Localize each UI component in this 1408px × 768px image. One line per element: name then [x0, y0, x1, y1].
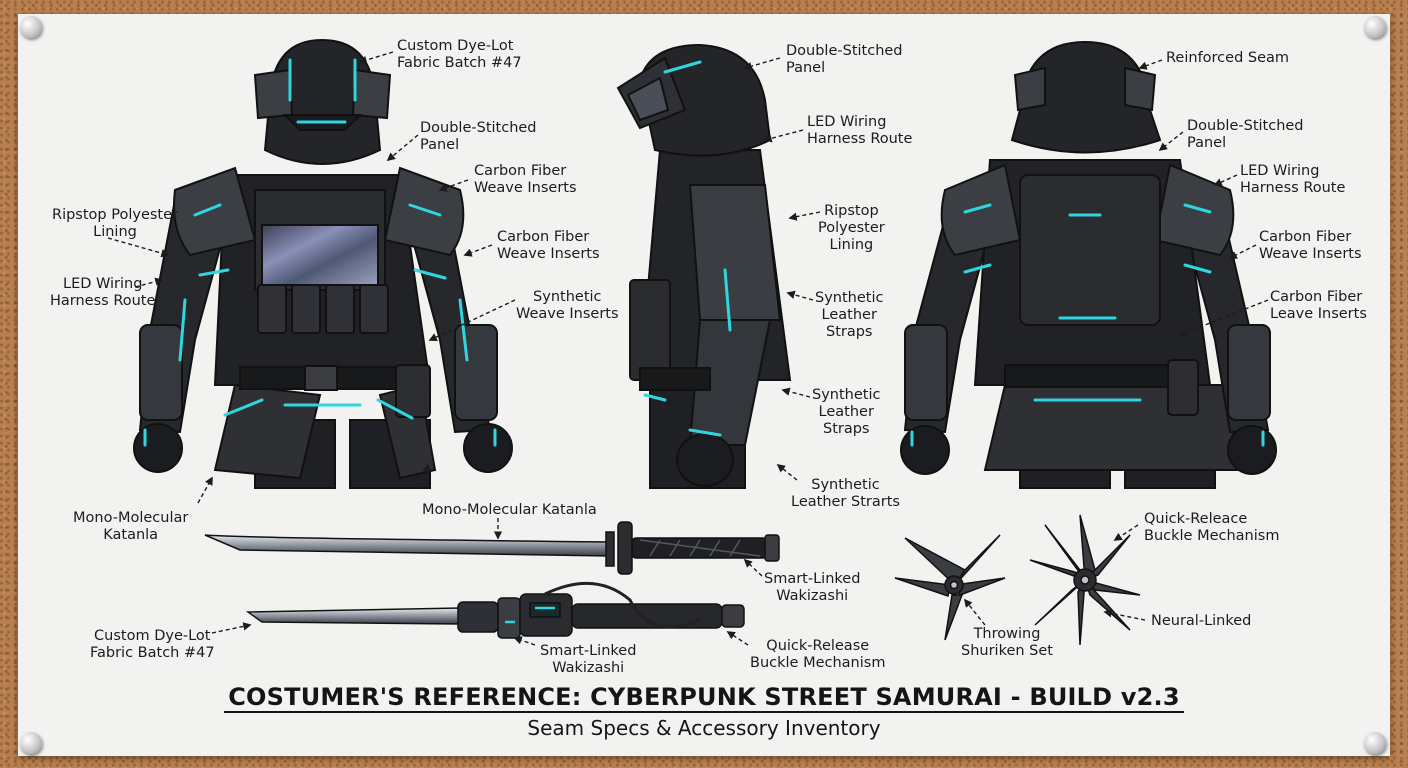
back-view-figure	[900, 40, 1277, 489]
label-double-stitched-back: Double-Stitched Panel	[1187, 118, 1304, 151]
label-synthetic-weave-front: Synthetic Weave Inserts	[516, 289, 619, 322]
label-custom-dye-lot-front: Custom Dye-Lot Fabric Batch #47	[397, 38, 522, 71]
label-carbon-leave-back: Carbon Fiber Leave Inserts	[1270, 289, 1367, 322]
label-double-stitched-side: Double-Stitched Panel	[786, 43, 903, 76]
label-synthetic-straps-side-1: Synthetic Leather Straps	[815, 290, 884, 340]
label-synthetic-straps-side-2: Synthetic Leather Straps	[812, 387, 881, 437]
label-quick-release-1: Quick-Release Buckle Mechanism	[750, 638, 886, 671]
label-ripstop-front: Ripstop Polyester Lining	[52, 207, 178, 240]
label-katana-left: Mono-Molecular Katanla	[73, 510, 189, 543]
front-view-figure	[133, 38, 513, 489]
label-ripstop-side: Ripstop Polyester Lining	[818, 203, 885, 253]
page-subtitle: Seam Specs & Accessory Inventory	[527, 716, 881, 740]
label-synthetic-starts-side: Synthetic Leather Strarts	[791, 477, 900, 510]
label-carbon-fiber-back: Carbon Fiber Weave Inserts	[1259, 229, 1362, 262]
label-carbon-fiber-front-2: Carbon Fiber Weave Inserts	[497, 229, 600, 262]
katana	[204, 521, 780, 575]
pushpin-bottom-right	[1364, 732, 1386, 754]
shuriken-six-point	[1029, 514, 1141, 646]
label-smart-linked-1: Smart-Linked Wakizashi	[764, 571, 861, 604]
label-reinforced-seam-back: Reinforced Seam	[1166, 50, 1290, 66]
label-carbon-fiber-front-1: Carbon Fiber Weave Inserts	[474, 163, 577, 196]
label-katana-top: Mono-Molecular Katanla	[422, 502, 597, 518]
page-title: COSTUMER'S REFERENCE: CYBERPUNK STREET S…	[0, 683, 1408, 713]
label-quick-release-2: Quick-Releace Buckle Mechanism	[1144, 511, 1280, 544]
label-neural-linked: Neural-Linked	[1151, 613, 1252, 629]
callout-leaders	[107, 51, 1269, 646]
label-led-wiring-side: LED Wiring Harness Route	[807, 114, 913, 147]
side-view-led-trim	[643, 60, 732, 437]
pushpin-top-left	[20, 16, 42, 38]
pushpin-bottom-left	[20, 732, 42, 754]
front-view-led-trim	[143, 58, 497, 447]
label-shuriken: Throwing Shuriken Set	[961, 626, 1053, 659]
wakizashi	[245, 581, 745, 639]
label-smart-linked-2: Smart-Linked Wakizashi	[540, 643, 637, 676]
wakizashi-led-trim	[505, 606, 555, 624]
label-double-stitched-front: Double-Stitched Panel	[420, 120, 537, 153]
label-custom-dye-lot-bottom: Custom Dye-Lot Fabric Batch #47	[90, 628, 215, 661]
shuriken-three-point	[894, 534, 1006, 641]
side-view-figure	[616, 43, 792, 489]
back-view-led-trim	[910, 203, 1265, 447]
page-title-text: COSTUMER'S REFERENCE: CYBERPUNK STREET S…	[224, 683, 1184, 713]
pushpin-top-right	[1364, 16, 1386, 38]
label-led-wiring-back: LED Wiring Harness Route	[1240, 163, 1346, 196]
label-led-wiring-front: LED Wiring Harness Route	[50, 276, 156, 309]
